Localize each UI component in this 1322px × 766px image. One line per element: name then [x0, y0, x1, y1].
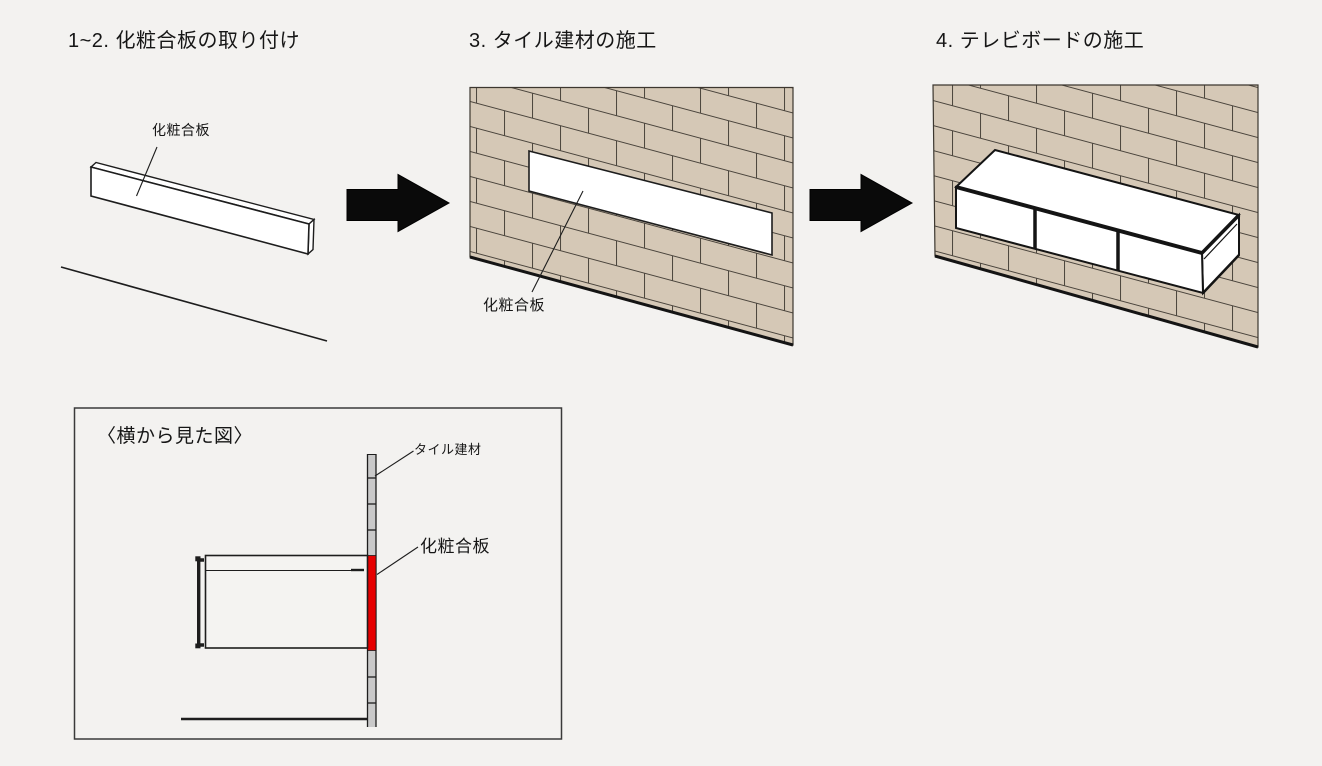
step1-illustration — [60, 146, 328, 342]
tile-material-label: タイル建材 — [414, 442, 482, 457]
tv-board-right-bottom-edge — [1202, 254, 1240, 294]
step1-title: 1~2. 化粧合板の取り付け — [68, 30, 301, 52]
tile-callout-leader — [374, 450, 414, 477]
tv-board-right-top-edge — [1200, 213, 1241, 255]
plywood-highlight — [367, 555, 377, 651]
mount-bracket — [195, 556, 204, 649]
plywood-callout-label: 化粧合板 — [483, 297, 546, 314]
tv-board — [954, 148, 1241, 296]
tv-board-front-top-edge — [955, 185, 1203, 255]
tv-board-side-profile — [204, 554, 369, 649]
plywood-side-label: 化粧合板 — [420, 537, 490, 556]
wall-bottom-edge — [934, 254, 1259, 349]
step2-title: 3. タイル建材の施工 — [469, 30, 657, 52]
plywood-callout-label: 化粧合板 — [152, 122, 210, 138]
arrow-right-icon — [809, 174, 913, 232]
side-view-diagram — [73, 407, 563, 740]
embedded-plywood-board — [528, 149, 773, 257]
side-view-title: 〈横から見た図〉 — [97, 426, 254, 447]
tv-board-right-bevel — [1203, 223, 1238, 260]
ground-line — [60, 266, 328, 342]
plywood-callout-leader — [135, 146, 158, 197]
wall-bottom-edge — [469, 255, 794, 347]
step3-illustration — [932, 84, 1259, 349]
arrow-right-icon — [346, 174, 450, 232]
step3-title: 4. テレビボードの施工 — [936, 30, 1145, 52]
plywood-callout-leader — [376, 546, 419, 575]
plywood-board-front-face — [90, 165, 310, 256]
plywood-callout-leader — [531, 190, 584, 293]
step2-illustration — [469, 86, 794, 347]
side-view-border — [73, 407, 563, 740]
